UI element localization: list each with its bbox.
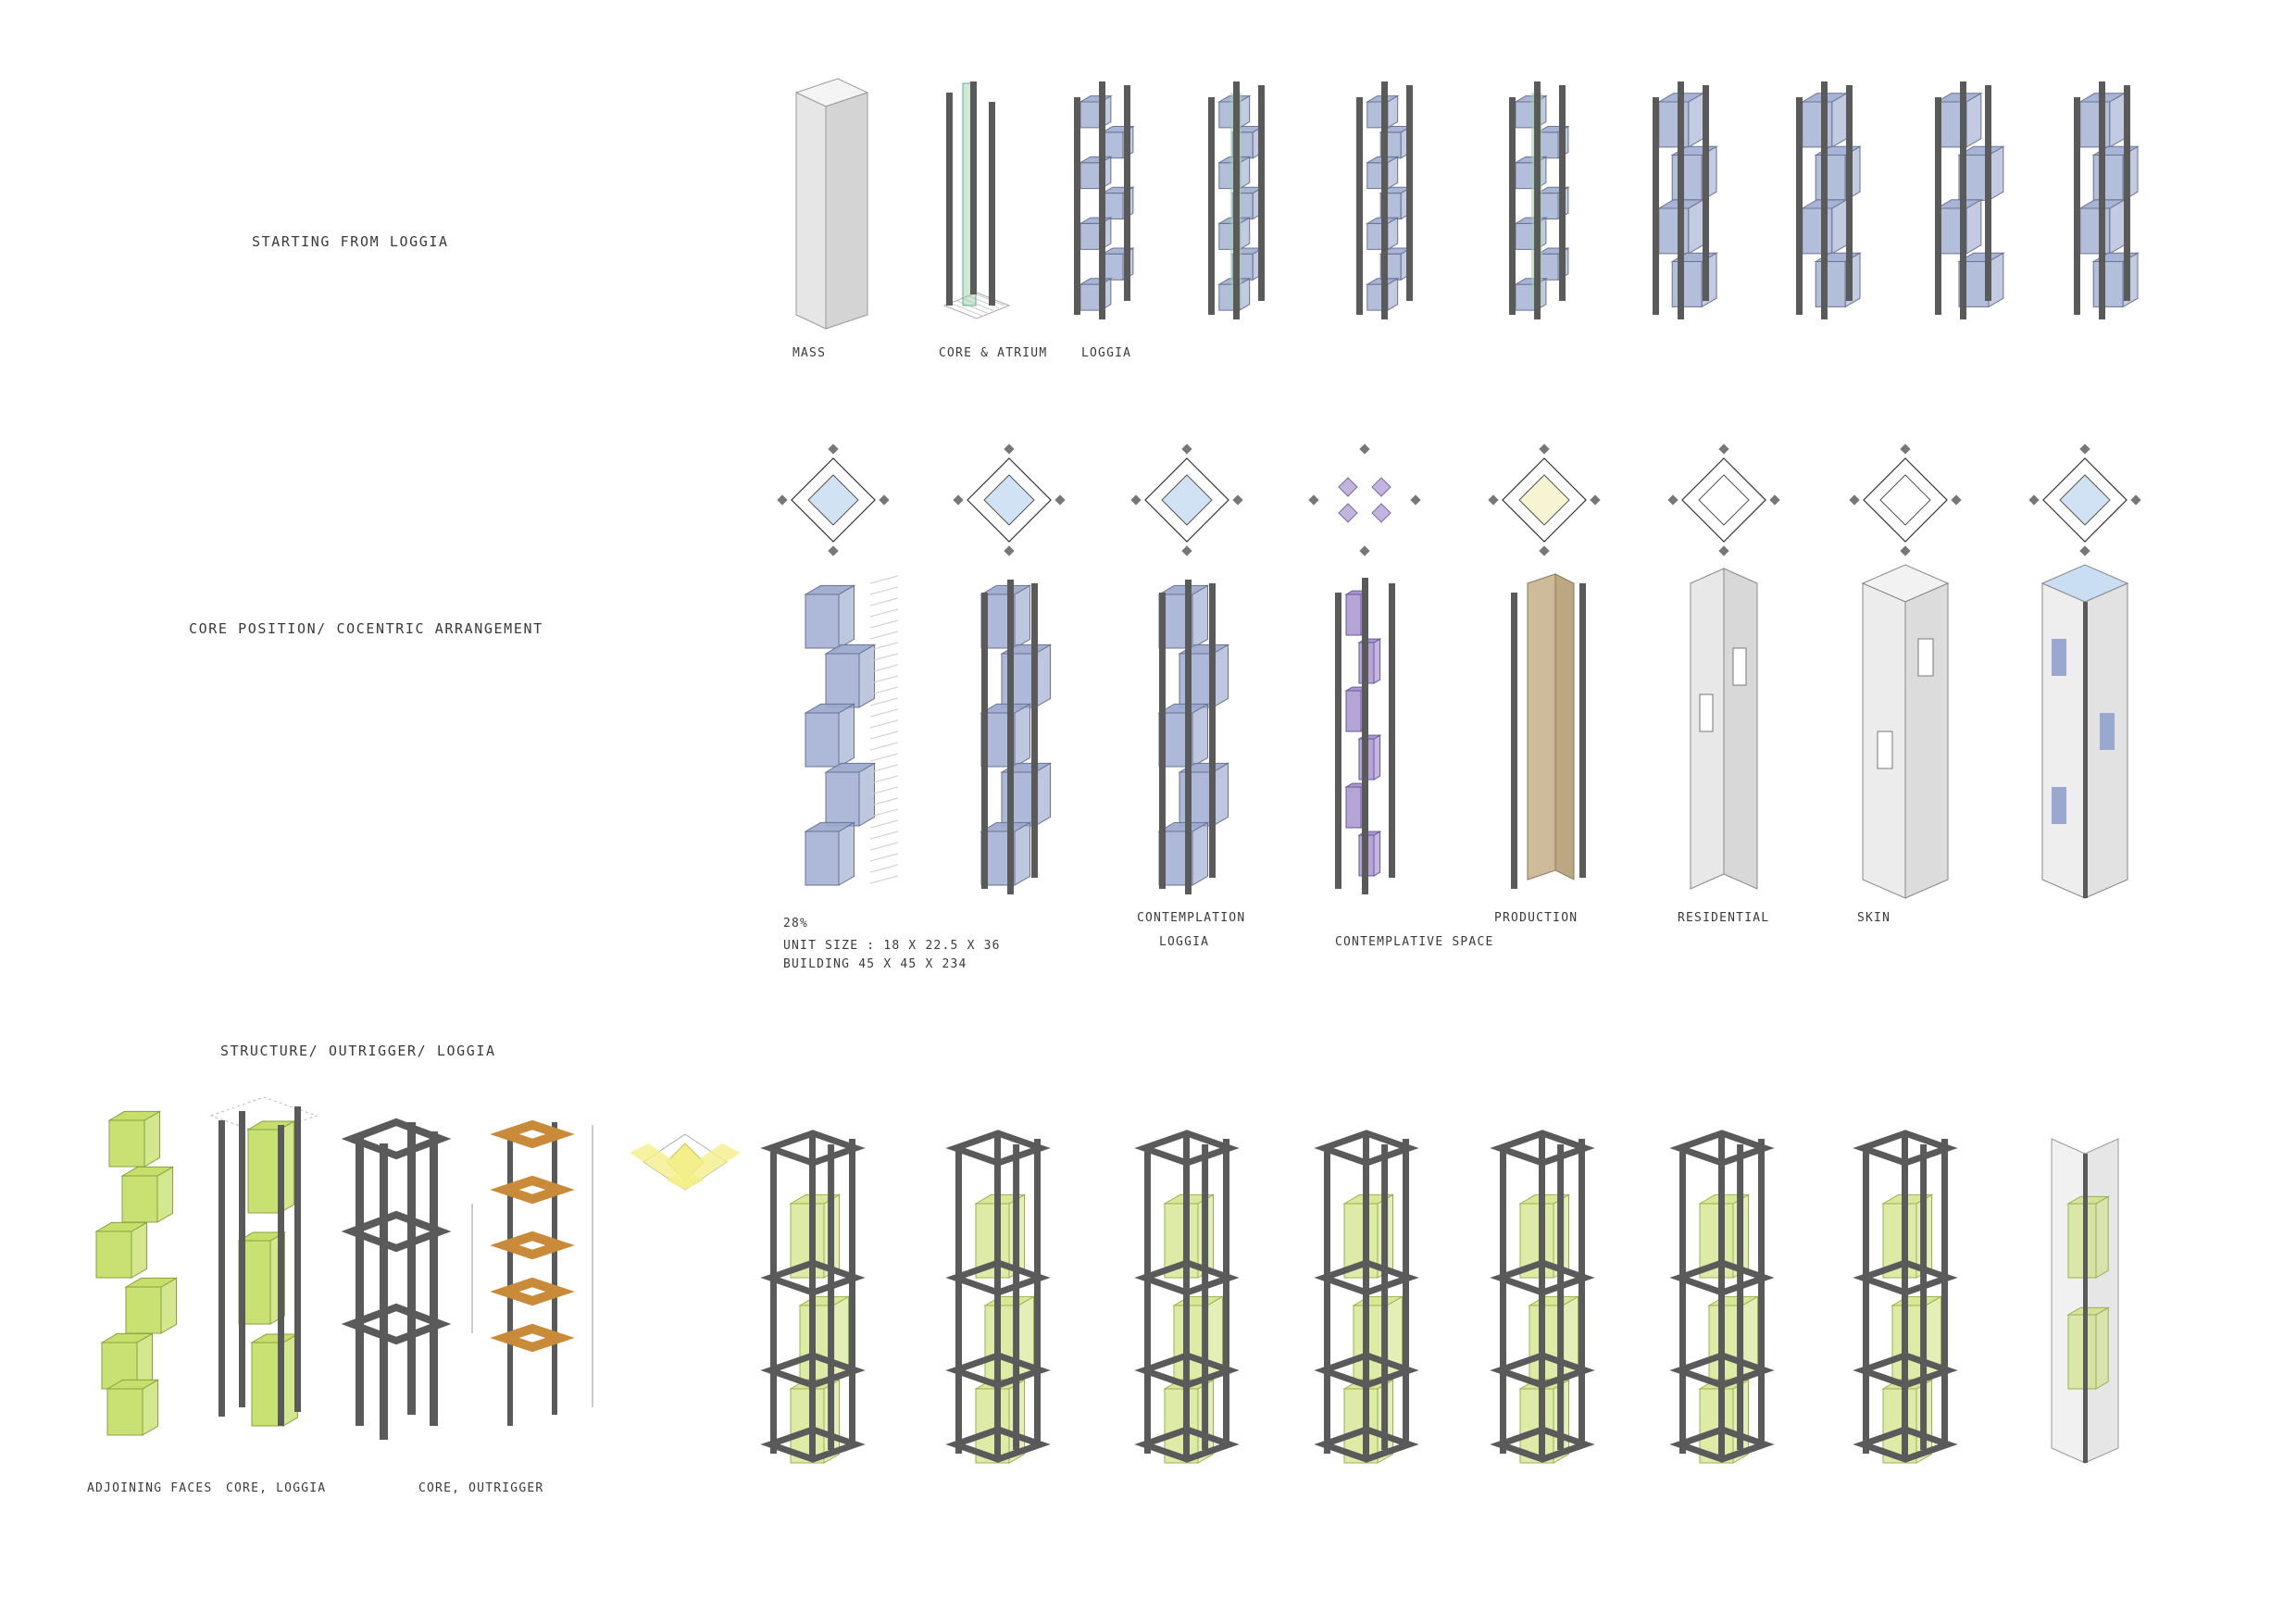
core-tower-8 xyxy=(2040,564,2129,899)
core-tower-2 xyxy=(980,580,1053,894)
plan-diagram-4 xyxy=(1308,443,1421,556)
core-tower-1 xyxy=(804,575,899,886)
core-tower-3 xyxy=(1157,580,1230,894)
structure-tower-3 xyxy=(1134,1130,1240,1464)
structure-tower-6 xyxy=(1669,1130,1775,1464)
row2-title: CORE POSITION/ COCENTRIC ARRANGEMENT xyxy=(189,620,543,637)
structure-tower-4 xyxy=(1314,1130,1419,1464)
loggia-tower-6 xyxy=(1796,81,1862,319)
caption-residential: RESIDENTIAL xyxy=(1678,911,1770,925)
plan-diagram-2 xyxy=(953,443,1066,556)
caption-skin: SKIN xyxy=(1857,911,1891,925)
outrigger-section xyxy=(471,1119,593,1426)
caption-mass: MASS xyxy=(792,346,827,360)
row3-title: STRUCTURE/ OUTRIGGER/ LOGGIA xyxy=(220,1043,496,1059)
caption-contemplative-space: CONTEMPLATIVE SPACE xyxy=(1335,935,1494,949)
core-loggia-tower xyxy=(209,1096,318,1427)
caption-production: PRODUCTION xyxy=(1494,911,1578,925)
loggia-tower-2 xyxy=(1208,81,1265,319)
caption-building: BUILDING 45 X 45 X 234 xyxy=(783,957,967,971)
caption-contemplation: CONTEMPLATION xyxy=(1137,911,1246,925)
caption-adjoining-faces: ADJOINING FACES xyxy=(87,1481,213,1495)
loggia-tower-4 xyxy=(1509,81,1570,319)
core-tower-6 xyxy=(1690,568,1758,890)
caption-core-loggia: CORE, LOGGIA xyxy=(226,1481,327,1495)
core-outrigger-frame xyxy=(341,1118,452,1440)
plan-diagram-8 xyxy=(2028,443,2141,556)
adjoining-faces xyxy=(94,1110,179,1436)
core-tower-4 xyxy=(1335,578,1395,894)
plan-diagram-7 xyxy=(1849,443,1962,556)
caption-core-outrigger: CORE, OUTRIGGER xyxy=(418,1481,544,1495)
loggia-tower-8 xyxy=(2074,81,2140,319)
plan-yellow xyxy=(630,1133,741,1191)
caption-percent: 28% xyxy=(783,917,809,931)
caption-loggia-2: LOGGIA xyxy=(1159,935,1210,949)
loggia-tower-1 xyxy=(1074,81,1135,319)
structure-tower-7 xyxy=(1853,1130,1958,1464)
loggia-tower-3 xyxy=(1356,81,1413,319)
loggia-tower-7 xyxy=(1935,81,2005,319)
structure-tower-1 xyxy=(760,1130,866,1464)
mass-tower xyxy=(794,78,869,330)
structure-tower-8 xyxy=(2051,1138,2119,1464)
plan-diagram-5 xyxy=(1488,443,1601,556)
structure-tower-2 xyxy=(945,1130,1051,1464)
plan-diagram-3 xyxy=(1130,443,1243,556)
core-tower-5 xyxy=(1511,573,1586,889)
caption-core-atrium: CORE & ATRIUM xyxy=(939,346,1048,360)
caption-loggia: LOGGIA xyxy=(1081,346,1132,360)
loggia-tower-5 xyxy=(1653,81,1718,319)
core-atrium-tower xyxy=(942,81,1011,319)
plan-diagram-1 xyxy=(777,443,890,556)
row1-title: STARTING FROM LOGGIA xyxy=(252,233,449,250)
plan-diagram-6 xyxy=(1667,443,1780,556)
core-tower-7 xyxy=(1861,564,1950,899)
structure-tower-5 xyxy=(1490,1130,1595,1464)
caption-unit-size: UNIT SIZE : 18 X 22.5 X 36 xyxy=(783,939,1001,953)
